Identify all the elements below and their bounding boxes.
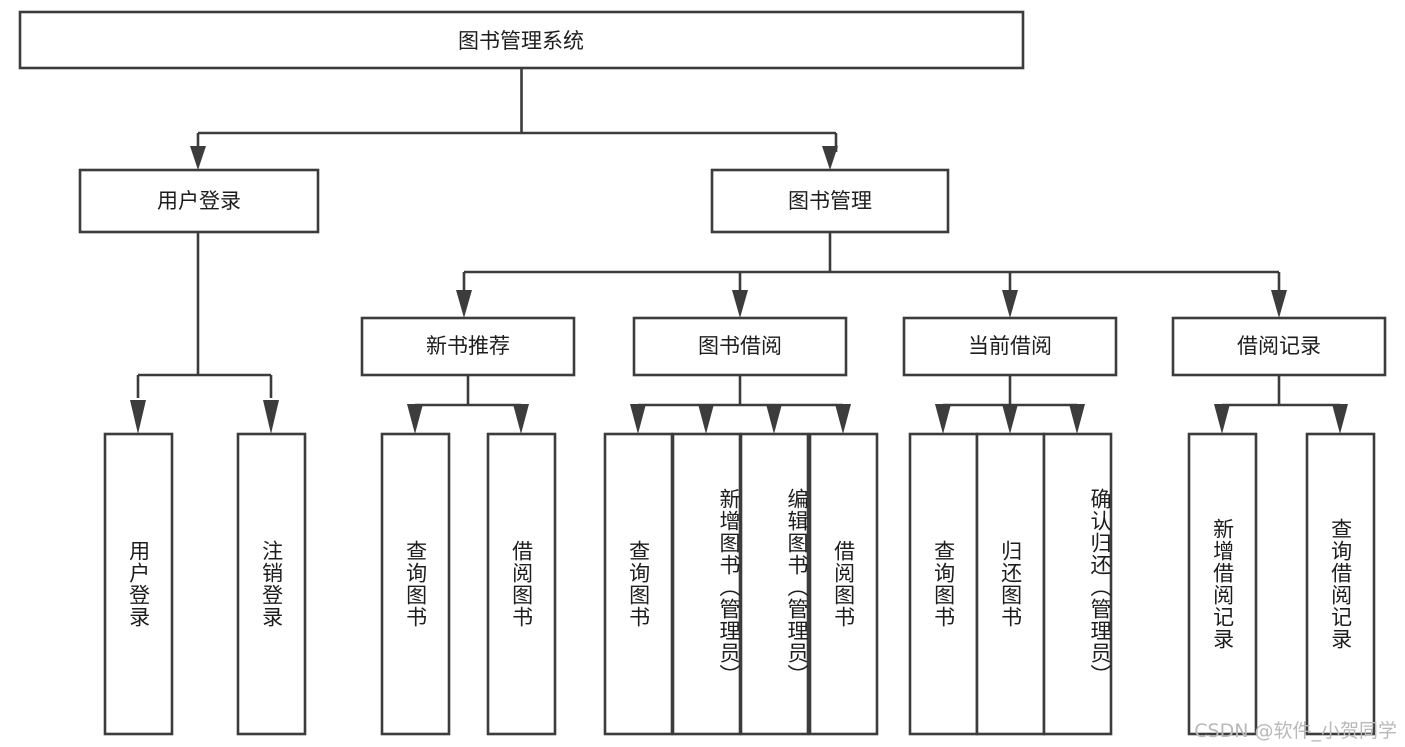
label-book-management-system: 图书管理系统 [458,29,584,53]
node-user-login[interactable] [78,168,320,234]
node-leaf-query-book-1[interactable] [380,432,451,736]
label-new-book-recommend: 新书推荐 [426,334,510,358]
node-book-management[interactable] [710,168,950,234]
label-book-borrow: 图书借阅 [698,334,782,358]
node-leaf-confirm-return[interactable] [1042,432,1113,736]
node-leaf-query-book-2[interactable] [603,432,674,736]
arrow-head-icon [1002,290,1018,318]
arrow-head-icon [630,404,646,434]
arrow-head-icon [190,146,206,170]
connector-currentborrow-to-leaves [935,375,1085,434]
arrow-head-icon [513,404,529,434]
node-leaf-query-book-3[interactable] [908,432,979,736]
arrow-head-icon [263,400,279,434]
node-leaf-add-borrow-record[interactable] [1187,432,1258,736]
label-current-borrow: 当前借阅 [968,334,1052,358]
arrow-head-icon [822,146,838,170]
arrow-head-icon [835,404,851,434]
node-book-borrow[interactable] [632,316,848,377]
node-leaf-query-borrow-record[interactable] [1305,432,1376,736]
arrow-head-icon [1069,404,1085,434]
node-leaf-edit-book[interactable] [739,432,810,736]
arrow-head-icon [732,290,748,318]
arrow-head-icon [766,404,782,434]
arrow-head-icon [1214,404,1230,434]
arrow-head-icon [935,404,951,434]
connector-bookborrow-to-leaves [630,375,851,434]
node-borrow-record[interactable] [1171,316,1387,377]
label-borrow-record: 借阅记录 [1237,334,1321,358]
connector-userlogin-to-leaves [130,232,279,434]
arrow-head-icon [1271,290,1287,318]
label-user-login: 用户登录 [157,189,241,213]
label-book-management: 图书管理 [788,189,872,213]
arrow-head-icon [130,400,146,434]
node-leaf-user-login[interactable] [103,432,174,736]
node-book-management-system[interactable] [18,10,1025,70]
connector-newbook-to-leaves [407,375,529,434]
node-leaf-return-book[interactable] [975,432,1046,736]
node-leaf-borrow-book-2[interactable] [808,432,879,736]
node-new-book-recommend[interactable] [360,316,576,377]
arrow-head-icon [1332,404,1348,434]
arrow-head-icon [456,290,472,318]
node-leaf-add-book[interactable] [671,432,742,736]
arrow-head-icon [698,404,714,434]
connector-borrowrecord-to-leaves [1214,375,1348,434]
connector-root-to-level2 [190,68,838,170]
connector-bookmgmt-to-level3 [456,232,1287,318]
node-leaf-borrow-book-1[interactable] [486,432,557,736]
arrow-head-icon [407,404,423,434]
node-leaf-logout-login[interactable] [236,432,307,736]
node-current-borrow[interactable] [902,316,1118,377]
arrow-head-icon [1002,404,1018,434]
